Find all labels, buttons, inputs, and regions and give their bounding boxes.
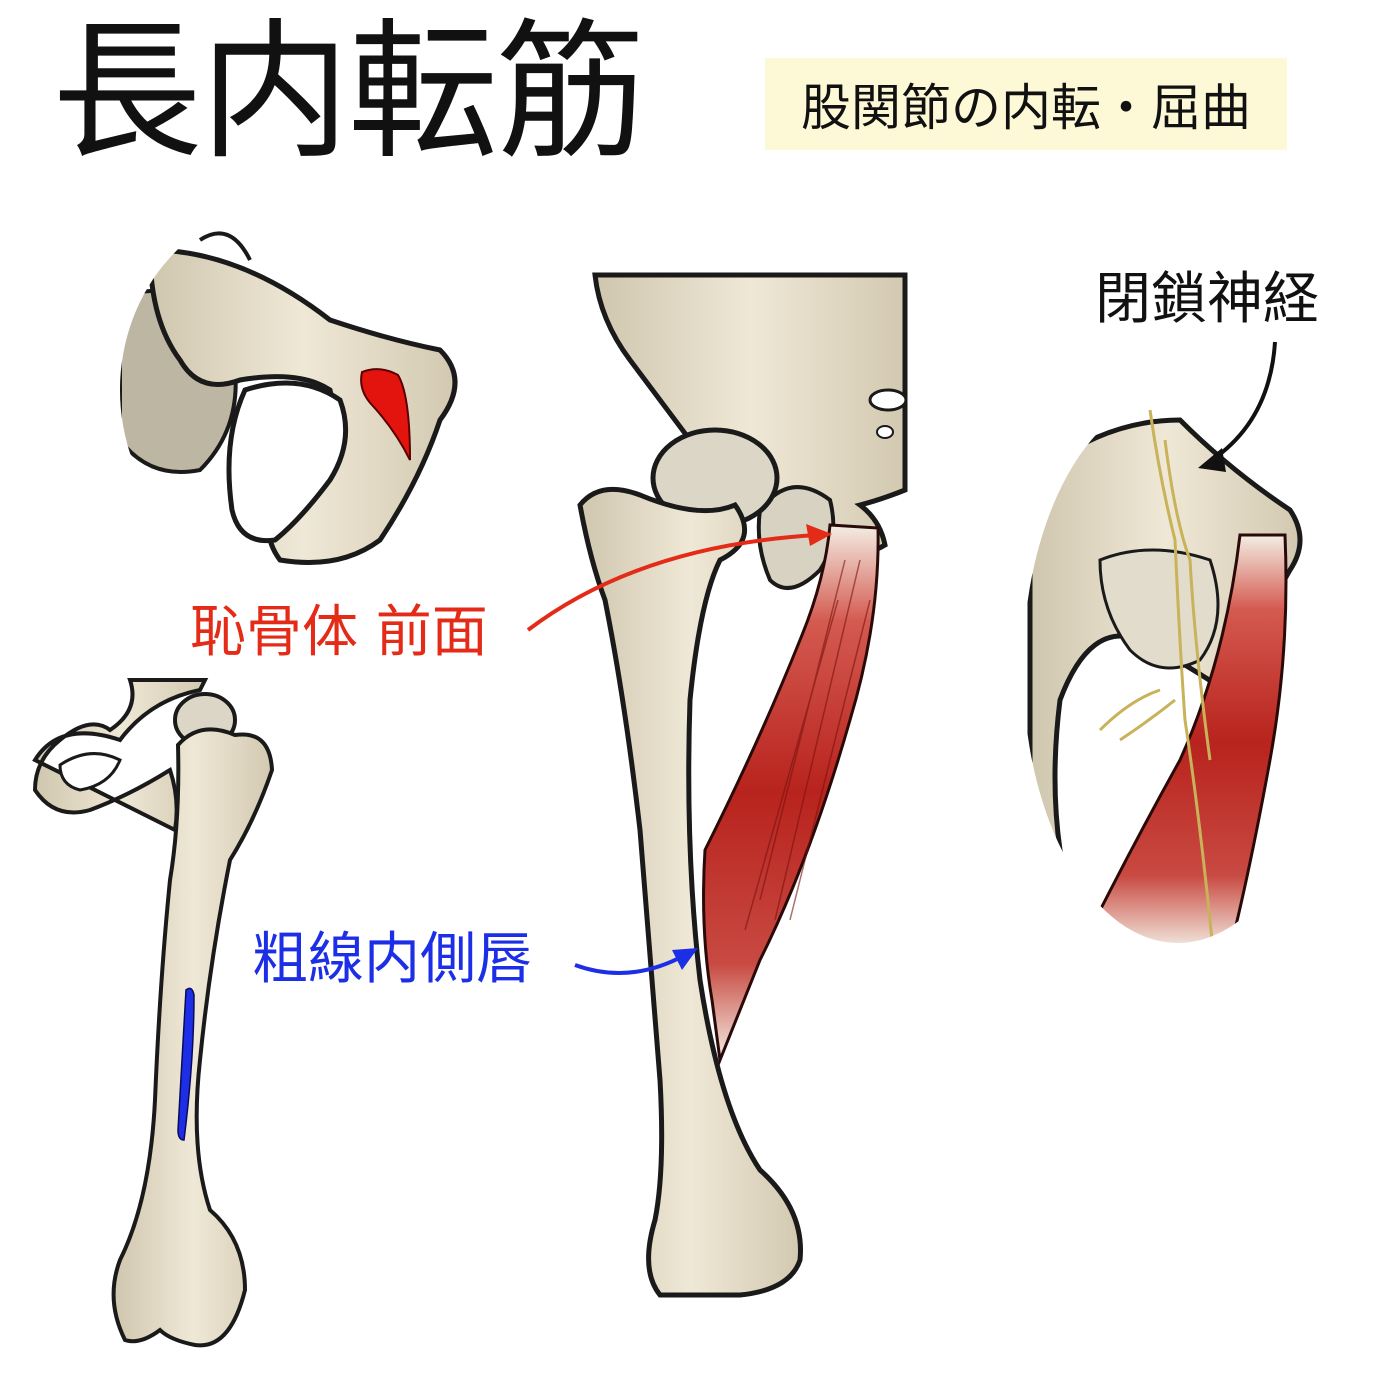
muscle-title: 長内転筋 [52,6,646,180]
origin-arrow [526,524,832,632]
action-text: 股関節の内転・屈曲 [801,79,1251,137]
nerve-label: 閉鎖神経 [1095,267,1319,332]
insertion-arrow [574,948,698,975]
femur-small [32,678,275,1348]
adductor-longus-muscle [702,523,880,1066]
nerve-inset [1023,393,1333,943]
nerve-arrow [1198,341,1277,472]
adductor-longus-muscle-inset [1077,533,1288,943]
main-figure [577,272,908,1298]
obturator-nerve [1098,409,1214,941]
insertion-marker [177,987,195,1141]
action-box: 股関節の内転・屈曲 [765,58,1287,150]
insertion-label: 粗線内側唇 [252,927,532,992]
origin-label: 恥骨体 前面 [190,600,488,665]
pubis-inset [120,202,464,578]
origin-marker [360,368,411,461]
